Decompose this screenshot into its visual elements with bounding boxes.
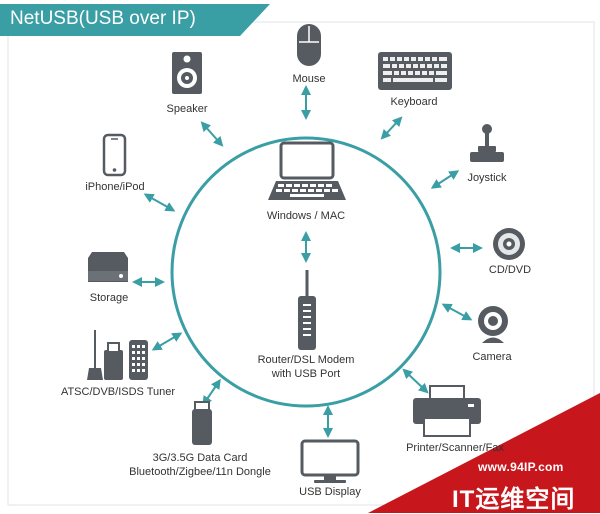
router-icon: [298, 270, 316, 350]
printer-icon: [413, 385, 481, 437]
arrow-speaker: [200, 121, 224, 147]
joystick-icon: [470, 124, 504, 162]
tuner-label: ATSC/DVB/ISDS Tuner: [60, 386, 176, 398]
iphone-label: iPhone/iPod: [85, 181, 145, 193]
cddvd-label: CD/DVD: [488, 264, 532, 276]
arrow-tuner: [151, 332, 183, 351]
computer-label: Windows / MAC: [266, 210, 346, 222]
speaker-label: Speaker: [166, 103, 208, 115]
tuner-icon: [87, 330, 148, 380]
arrow-datacard: [202, 378, 221, 407]
mouse-icon: [297, 24, 321, 66]
laptop-icon: [268, 141, 346, 200]
arrow-joystick: [430, 170, 460, 189]
joystick-label: Joystick: [467, 172, 507, 184]
cd-dvd-icon: [493, 228, 525, 260]
storage-icon: [88, 252, 128, 282]
usb-dongle-icon: [192, 401, 212, 445]
keyboard-icon: [378, 52, 452, 90]
arrow-keyboard: [380, 116, 403, 140]
monitor-icon: [300, 439, 360, 483]
router-label-line1: Router/DSL Modem: [257, 354, 355, 366]
camera-label: Camera: [472, 351, 512, 363]
keyboard-label: Keyboard: [390, 96, 438, 108]
title-banner: [0, 4, 270, 36]
arrow-printer: [402, 368, 429, 394]
speaker-icon: [172, 52, 202, 94]
camera-icon: [478, 306, 508, 343]
display-label: USB Display: [299, 486, 361, 498]
datacard-label-line1: 3G/3.5G Data Card: [152, 452, 248, 464]
storage-label: Storage: [89, 292, 129, 304]
arrow-iphone: [143, 193, 176, 212]
diagram-title: NetUSB(USB over IP): [10, 8, 196, 29]
mouse-label: Mouse: [292, 73, 326, 85]
datacard-label-line2: Bluetooth/Zigbee/11n Dongle: [129, 466, 271, 478]
watermark-logo: [368, 393, 600, 513]
printer-label: Printer/Scanner/Fax: [406, 442, 504, 454]
watermark-name: IT运维空间: [452, 486, 576, 513]
watermark-url: www.94IP.com: [478, 460, 564, 474]
iphone-icon: [102, 133, 127, 177]
arrow-camera: [441, 303, 473, 321]
network-circle: [170, 136, 442, 408]
router-label-line2: with USB Port: [271, 368, 341, 380]
